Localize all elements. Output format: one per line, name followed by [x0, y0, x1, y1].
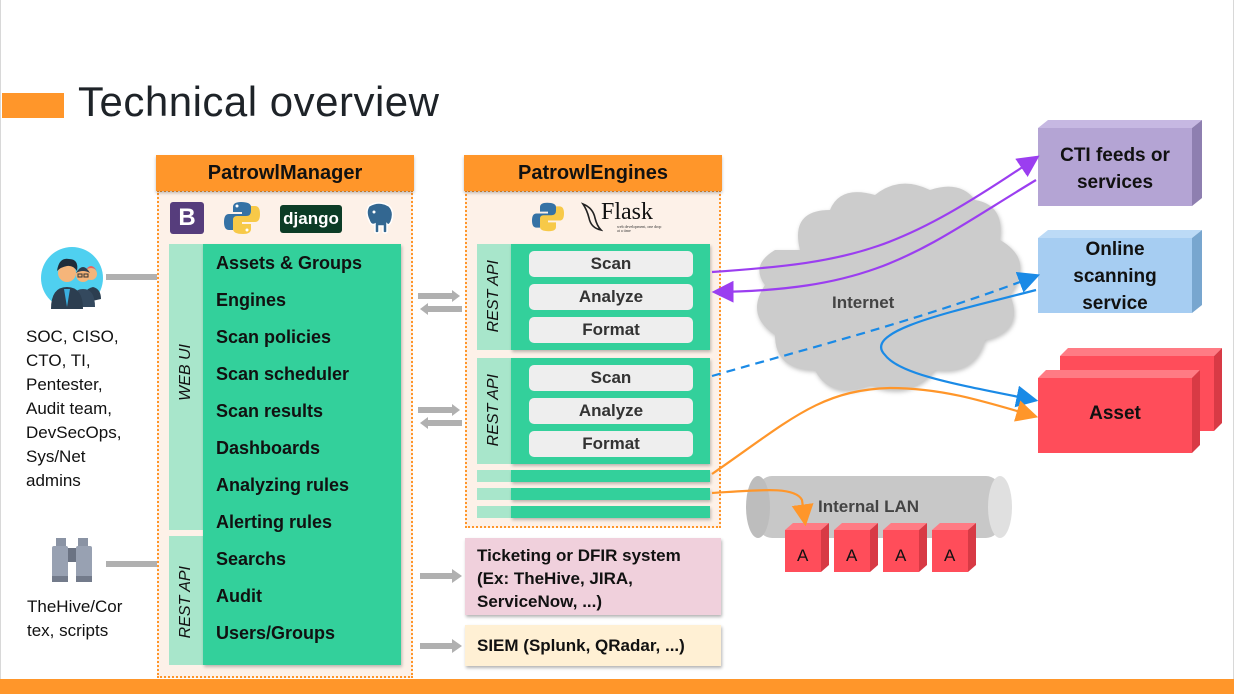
- cti-response-connector: [711, 179, 1037, 303]
- engine-1-analyze[interactable]: Analyze: [529, 284, 693, 310]
- online-scanning-box: [1038, 230, 1202, 313]
- lan-asset-label: A: [797, 546, 809, 565]
- flask-tagline: web development, one drop at a time: [617, 224, 662, 233]
- lan-asset-label: A: [895, 546, 907, 565]
- engine-1-api-label: REST API: [485, 260, 502, 333]
- users-label-line: CTO, TI,: [26, 351, 91, 370]
- users-label-line: SOC, CISO,: [26, 327, 119, 346]
- cti-label: CTI feeds or services: [1038, 142, 1192, 196]
- engine-3-api-column: [477, 470, 513, 482]
- lan-asset-cube: [932, 523, 976, 572]
- lan-asset-cubes: [785, 523, 976, 572]
- lan-asset-label: A: [944, 546, 956, 565]
- engine-2-api-label: REST API: [485, 374, 502, 447]
- feature-scan-results[interactable]: Scan results: [216, 401, 324, 421]
- feature-analyzing-rules[interactable]: Analyzing rules: [216, 475, 350, 495]
- ticketing-line: Ticketing or DFIR system: [477, 546, 681, 565]
- to-siem-arrow: [420, 639, 462, 658]
- ticketing-line: ServiceNow, ...): [477, 592, 603, 611]
- users-label: SOC, CISO, CTO, TI, Pentester, Audit tea…: [26, 325, 156, 493]
- team-icon: [41, 247, 103, 309]
- engine-1-api-column: REST API: [477, 244, 513, 350]
- online-to-asset-connector: [880, 288, 1039, 408]
- manager-features-list: Assets & Groups Engines Scan policies Sc…: [203, 244, 401, 665]
- manager-header: PatrowlManager: [156, 155, 414, 191]
- engine-4-api-column: [477, 488, 513, 500]
- footer-accent-bar: [0, 679, 1234, 694]
- flask-wordmark: Flask: [601, 199, 654, 225]
- feature-alerting-rules[interactable]: Alerting rules: [216, 512, 333, 532]
- manager-engine-link-2: [418, 404, 462, 435]
- feature-assets-groups[interactable]: Assets & Groups: [216, 253, 363, 273]
- tools-label-line: tex, scripts: [27, 621, 109, 640]
- feature-users-groups[interactable]: Users/Groups: [216, 623, 336, 643]
- python-logo: [532, 201, 564, 233]
- lan-asset-cube: [883, 523, 927, 572]
- internet-cloud: [757, 183, 1021, 390]
- siem-box: SIEM (Splunk, QRadar, ...): [465, 625, 721, 666]
- cti-request-connector: [711, 155, 1040, 274]
- feature-searchs[interactable]: Searchs: [216, 549, 287, 569]
- engine-1-scan[interactable]: Scan: [529, 251, 693, 277]
- internal-lan-label: Internal LAN: [818, 497, 920, 516]
- web-ui-column: WEB UI: [169, 244, 205, 530]
- binoculars-icon: [50, 536, 94, 584]
- engine-2-analyze[interactable]: Analyze: [529, 398, 693, 424]
- users-label-line: admins: [26, 471, 81, 490]
- slide-title: Technical overview: [78, 78, 440, 125]
- feature-dashboards[interactable]: Dashboards: [216, 438, 321, 458]
- django-text: django: [283, 209, 339, 228]
- python-logo: [224, 200, 260, 236]
- feature-engines[interactable]: Engines: [216, 290, 287, 310]
- django-logo: django: [280, 205, 342, 233]
- ticketing-line: (Ex: TheHive, JIRA,: [477, 569, 633, 588]
- engine-5-collapsed: [511, 506, 710, 518]
- tools-label-line: TheHive/Cor: [27, 597, 123, 616]
- online-label-line: Online: [1085, 239, 1145, 260]
- asset-box: [1038, 348, 1222, 453]
- postgresql-logo: [363, 200, 395, 236]
- users-label-line: Pentester,: [26, 375, 103, 394]
- engine-to-asset-connector: [711, 386, 1039, 475]
- feature-scan-policies[interactable]: Scan policies: [216, 327, 332, 347]
- engine-4-collapsed: [511, 488, 710, 500]
- engine-1-format[interactable]: Format: [529, 317, 693, 343]
- users-label-line: DevSecOps,: [26, 423, 122, 442]
- title-accent-bar: [2, 93, 64, 118]
- users-label-line: Audit team,: [26, 399, 112, 418]
- asset-label: Asset: [1089, 403, 1141, 424]
- engine-2-format[interactable]: Format: [529, 431, 693, 457]
- online-label-line: service: [1082, 293, 1148, 314]
- manager-rest-api-column: REST API: [169, 536, 205, 665]
- network-diagram: [711, 120, 1222, 572]
- tools-label: TheHive/Cor tex, scripts: [27, 595, 157, 643]
- engine-2-scan[interactable]: Scan: [529, 365, 693, 391]
- engines-header: PatrowlEngines: [464, 155, 722, 191]
- manager-engine-link-1: [418, 290, 462, 321]
- flask-logo: Flask web development, one drop at a tim…: [581, 199, 665, 236]
- to-ticketing-arrow: [420, 569, 462, 588]
- users-label-line: Sys/Net: [26, 447, 86, 466]
- lan-asset-cube: [834, 523, 878, 572]
- bootstrap-letter: B: [178, 204, 196, 231]
- ticketing-box: Ticketing or DFIR system (Ex: TheHive, J…: [465, 538, 721, 615]
- online-scanning-label: Online scanning service: [1038, 236, 1192, 317]
- manager-rest-api-label: REST API: [177, 566, 194, 639]
- cti-box: [1038, 120, 1202, 206]
- internal-lan-pipe: [746, 476, 1012, 538]
- internet-label: Internet: [832, 293, 895, 312]
- feature-audit[interactable]: Audit: [216, 586, 262, 606]
- lan-asset-label: A: [846, 546, 858, 565]
- bootstrap-logo: B: [170, 202, 204, 234]
- engine-to-lan-connector: [711, 489, 814, 527]
- cti-label-line: CTI feeds or: [1060, 145, 1170, 166]
- feature-scan-scheduler[interactable]: Scan scheduler: [216, 364, 350, 384]
- online-label-line: scanning: [1073, 266, 1157, 287]
- online-scan-connector: [711, 271, 1041, 378]
- engine-2-api-column: REST API: [477, 358, 513, 464]
- cti-label-line: services: [1076, 172, 1154, 193]
- engine-3-collapsed: [511, 470, 710, 482]
- engine-5-api-column: [477, 506, 513, 518]
- web-ui-label: WEB UI: [177, 344, 194, 401]
